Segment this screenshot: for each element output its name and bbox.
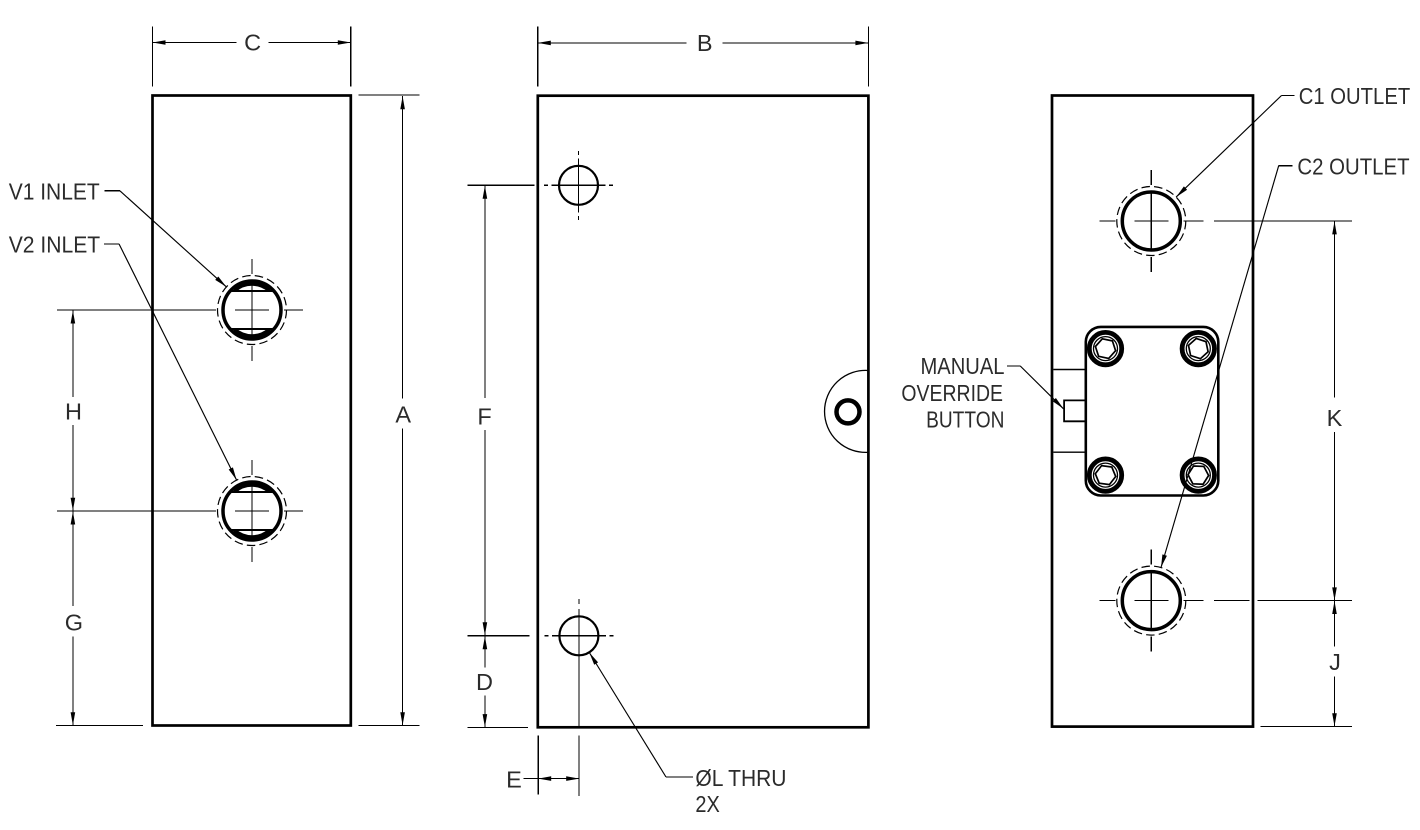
svg-text:BUTTON: BUTTON bbox=[926, 407, 1004, 433]
svg-text:E: E bbox=[506, 767, 522, 793]
svg-text:K: K bbox=[1327, 405, 1343, 431]
svg-text:C1 OUTLET: C1 OUTLET bbox=[1299, 83, 1410, 109]
svg-text:V1 INLET: V1 INLET bbox=[9, 179, 100, 205]
svg-text:J: J bbox=[1329, 649, 1341, 675]
svg-text:2X: 2X bbox=[695, 791, 720, 817]
svg-text:C: C bbox=[244, 30, 261, 56]
svg-text:OVERRIDE: OVERRIDE bbox=[901, 380, 1003, 406]
svg-text:MANUAL: MANUAL bbox=[921, 353, 1005, 379]
svg-text:A: A bbox=[395, 402, 411, 428]
svg-text:B: B bbox=[697, 30, 713, 56]
svg-text:C2 OUTLET: C2 OUTLET bbox=[1297, 153, 1409, 179]
svg-text:ØL THRU: ØL THRU bbox=[695, 765, 786, 791]
svg-text:G: G bbox=[65, 610, 83, 636]
svg-text:F: F bbox=[477, 404, 491, 430]
svg-text:H: H bbox=[65, 399, 82, 425]
svg-text:D: D bbox=[476, 669, 493, 695]
svg-text:V2 INLET: V2 INLET bbox=[9, 231, 101, 257]
